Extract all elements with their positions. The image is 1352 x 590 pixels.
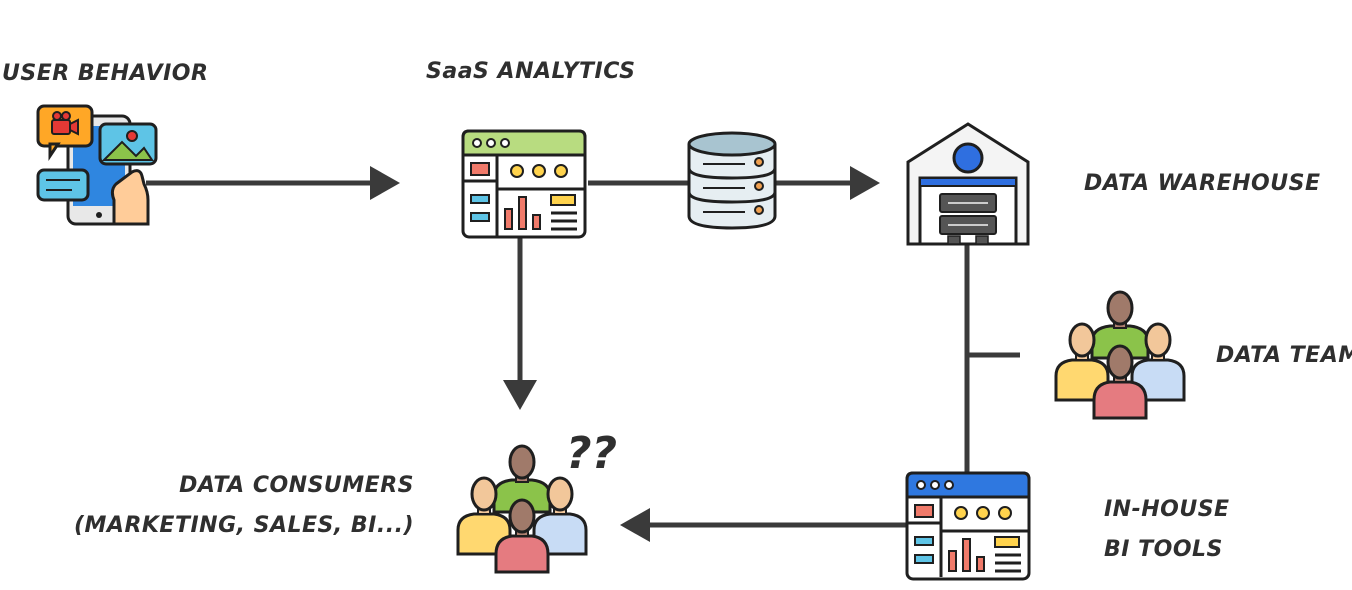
people-group-icon bbox=[456, 444, 588, 574]
label-inhouse-bi-line1: IN-HOUSE bbox=[1104, 497, 1230, 522]
label-saas-analytics: SaaS ANALYTICS bbox=[426, 59, 635, 84]
arrow-user-to-saas bbox=[146, 166, 400, 200]
label-data-consumers-line1: DATA CONSUMERS bbox=[179, 473, 414, 498]
people-group-icon bbox=[1054, 290, 1186, 420]
dashboard-icon bbox=[461, 129, 587, 239]
label-data-consumers-line2: (MARKETING, SALES, BI...) bbox=[74, 513, 414, 538]
question-marks: ?? bbox=[566, 428, 617, 479]
line-warehouse-to-bi bbox=[964, 244, 1020, 474]
label-data-team: DATA TEAM bbox=[1216, 343, 1352, 368]
warehouse-icon bbox=[906, 122, 1030, 246]
dashboard-icon bbox=[905, 471, 1031, 581]
arrow-bi-to-consumers bbox=[620, 508, 906, 542]
database-icon bbox=[687, 131, 777, 230]
label-user-behavior: USER BEHAVIOR bbox=[2, 61, 208, 86]
label-inhouse-bi-line2: BI TOOLS bbox=[1104, 537, 1223, 562]
label-data-warehouse: DATA WAREHOUSE bbox=[1084, 171, 1321, 196]
arrow-saas-to-consumers bbox=[503, 236, 537, 410]
smartphone-media-icon bbox=[36, 104, 158, 226]
